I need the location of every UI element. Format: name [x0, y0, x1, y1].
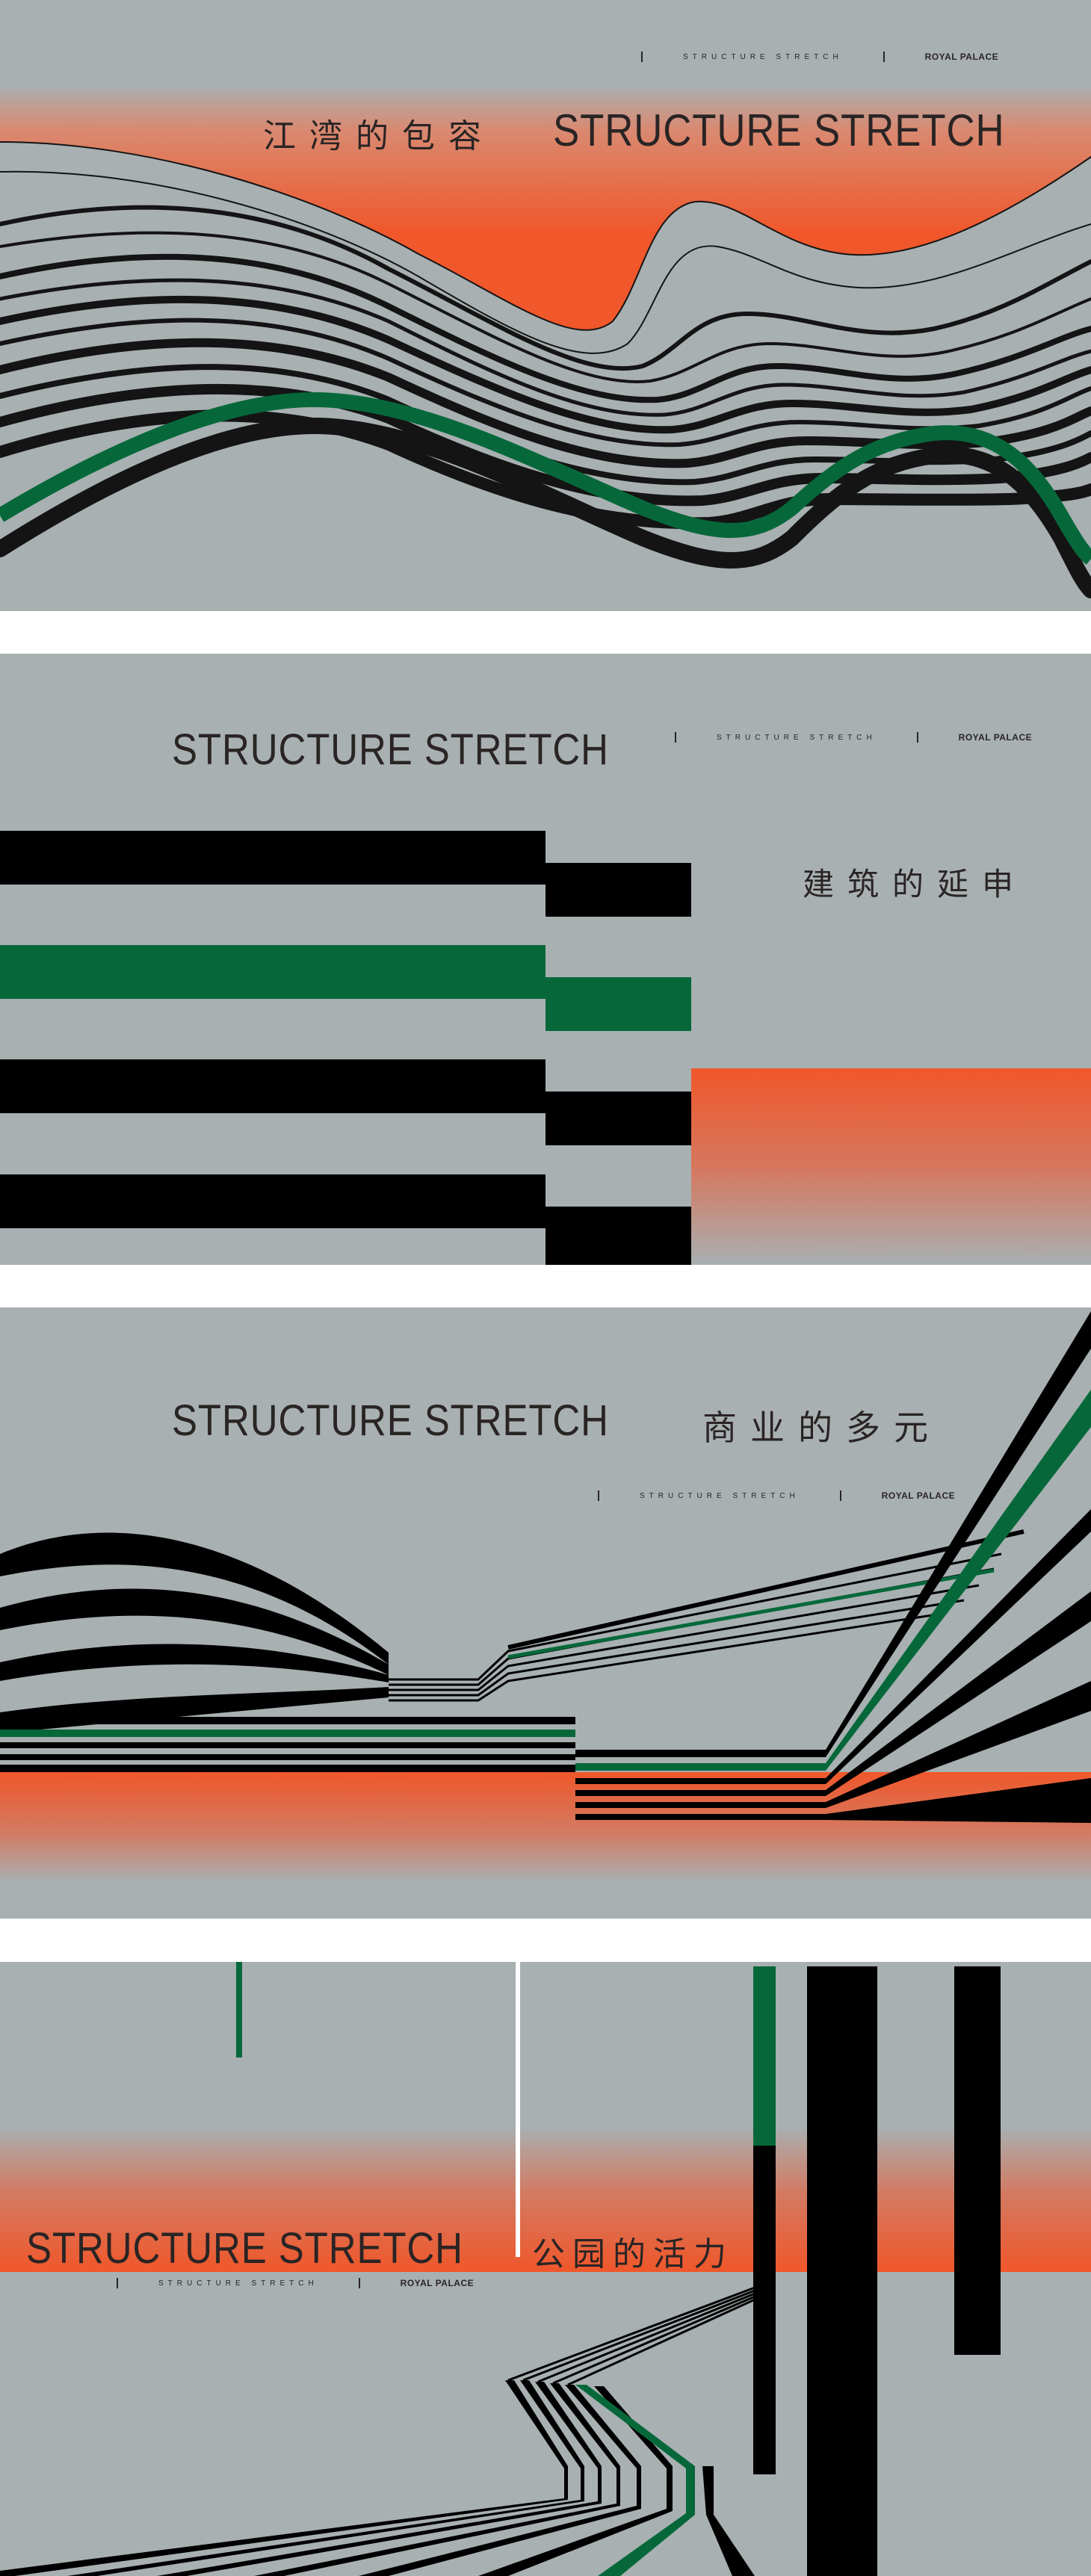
divider-bar: [117, 2278, 118, 2288]
divider-bar: [916, 732, 918, 743]
tagline: STRUCTURE STRETCH ROYAL PALACE: [117, 2278, 474, 2288]
tagline: STRUCTURE STRETCH ROYAL PALACE: [675, 732, 1032, 743]
commerce-graphic: [0, 1311, 1091, 1883]
title-cn: 商业的多元: [702, 1408, 942, 1448]
tagline-text: STRUCTURE STRETCH: [158, 2279, 318, 2288]
tagline-text: STRUCTURE STRETCH: [683, 52, 843, 61]
divider-bar: [839, 1490, 841, 1501]
divider-bar: [598, 1490, 599, 1501]
panel-commerce: STRUCTURE STRETCH 商业的多元 STRUCTURE STRETC…: [0, 1307, 1091, 1919]
title-cn: 江湾的包容: [263, 117, 495, 155]
panel-bay: STRUCTURE STRETCH ROYAL PALACE 江湾的包容 STR…: [0, 0, 1091, 611]
tagline-text: STRUCTURE STRETCH: [640, 1491, 800, 1500]
park-graphic: [0, 1962, 1091, 2576]
divider-bar: [641, 52, 643, 62]
title-en: STRUCTURE STRETCH: [553, 105, 1005, 155]
title-en: STRUCTURE STRETCH: [26, 2224, 463, 2273]
panel-architecture: STRUCTURE STRETCH STRUCTURE STRETCH ROYA…: [0, 654, 1091, 1265]
title-en: STRUCTURE STRETCH: [172, 725, 609, 774]
brand-name: ROYAL PALACE: [924, 52, 999, 62]
bars-graphic: [0, 831, 1091, 1265]
divider-bar: [883, 52, 885, 62]
tagline: STRUCTURE STRETCH ROYAL PALACE: [641, 52, 998, 62]
title-en: STRUCTURE STRETCH: [172, 1396, 609, 1445]
wave-graphic: [0, 60, 1091, 611]
tagline: STRUCTURE STRETCH ROYAL PALACE: [598, 1490, 955, 1501]
divider-line: [516, 1962, 520, 2257]
tagline-text: STRUCTURE STRETCH: [717, 733, 877, 742]
title-cn: 建筑的延申: [803, 866, 1027, 902]
divider-bar: [358, 2278, 360, 2288]
divider-bar: [675, 732, 676, 743]
brand-name: ROYAL PALACE: [881, 1490, 956, 1501]
title-cn: 公园的活力: [532, 2235, 734, 2273]
brand-name: ROYAL PALACE: [400, 2278, 475, 2288]
panel-park: STRUCTURE STRETCH 公园的活力 STRUCTURE STRETC…: [0, 1962, 1091, 2576]
brand-name: ROYAL PALACE: [958, 732, 1033, 743]
